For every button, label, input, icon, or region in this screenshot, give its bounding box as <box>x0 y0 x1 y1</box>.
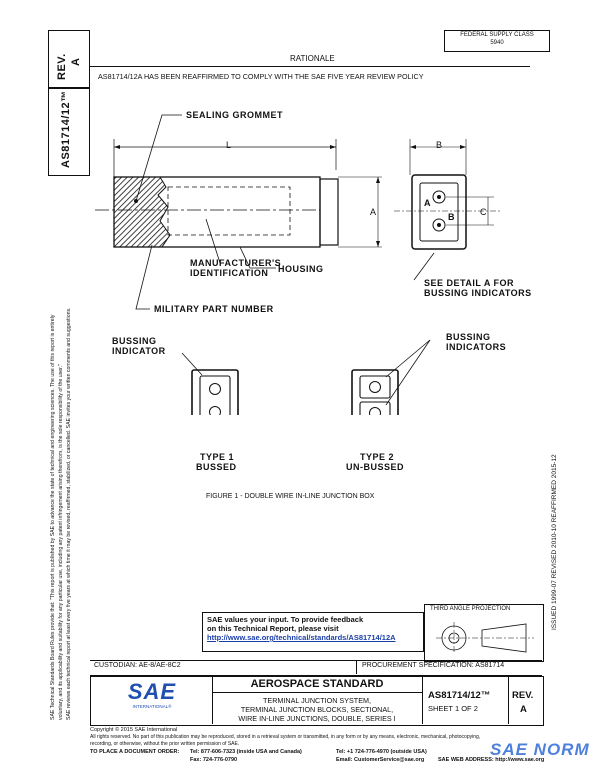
feedback-line1: SAE values your input. To provide feedba… <box>207 615 364 624</box>
label-sealing-grommet: SEALING GROMMET <box>186 110 283 120</box>
label-dim-l: L <box>226 140 232 150</box>
end-view-cavity-top <box>432 190 446 204</box>
label-see-detail-1: SEE DETAIL A FOR <box>424 278 515 288</box>
sae-logo-text: SAE <box>127 679 177 704</box>
rev-side-box <box>48 30 90 88</box>
margin-rules-line1: SAE Technical Standards Board Rules prov… <box>50 314 56 720</box>
doc-side-box <box>48 88 90 176</box>
type1-inner <box>199 375 231 415</box>
footer-tel2: Tel: +1 724-776-4970 (outside USA) <box>336 749 427 755</box>
federal-supply-class-box: FEDERAL SUPPLY CLASS 5940 <box>444 30 550 52</box>
sealing-grommet-leader <box>135 114 182 202</box>
label-see-detail-2: BUSSING INDICATORS <box>424 288 532 298</box>
label-bussing-indicators-1: BUSSING <box>446 332 491 342</box>
projection-box <box>424 604 544 662</box>
feedback-box: SAE values your input. To provide feedba… <box>202 612 424 652</box>
mfr-leader <box>205 218 221 264</box>
title-block <box>90 676 544 726</box>
custodian: CUSTODIAN: AE-8/AE-8C2 <box>94 662 181 669</box>
label-mil-part: MILITARY PART NUMBER <box>154 304 274 314</box>
margin-rules-line3: SAE reviews each technical report at lea… <box>66 307 72 721</box>
footer-web[interactable]: SAE WEB ADDRESS: http://www.sae.org <box>438 757 545 763</box>
label-bussing-indicators-2: INDICATORS <box>446 342 507 352</box>
footer-copyright: Copyright © 2015 SAE International <box>90 727 178 733</box>
see-detail-leader <box>413 252 435 281</box>
label-bussing-indicator-1: BUSSING <box>112 336 157 346</box>
end-view-cavity-bottom <box>432 218 446 232</box>
title-rev-value: A <box>520 704 527 715</box>
issued-revised-reaffirmed: ISSUED 1999-07 REVISED 2010-10 REAFFIRME… <box>551 454 558 630</box>
feedback-link[interactable]: http://www.sae.org/technical/standards/A… <box>207 633 396 642</box>
end-view-outer <box>411 174 467 250</box>
rationale-text: AS81714/12A HAS BEEN REAFFIRMED TO COMPL… <box>98 72 424 81</box>
projection-label: THIRD ANGLE PROJECTION <box>430 606 511 612</box>
rev-side-label: REV. <box>56 53 68 80</box>
footer-rights1: All rights reserved. No part of this pub… <box>90 734 481 740</box>
title-line2: TERMINAL JUNCTION BLOCKS, SECTIONAL, <box>240 705 394 714</box>
footer-fax: Fax: 724-776-0790 <box>190 757 238 763</box>
label-detail-a: A <box>424 198 431 208</box>
label-mfr-id-1: MANUFACTURER'S <box>190 258 282 268</box>
label-dim-a: A <box>370 207 377 217</box>
sae-norm-watermark: SAE NORM <box>490 740 590 759</box>
marking-area <box>167 186 291 236</box>
label-dim-b: B <box>436 140 443 150</box>
sae-logo: SAE INTERNATIONAL® <box>122 680 182 720</box>
title-line3: WIRE IN-LINE JUNCTIONS, DOUBLE, SERIES I <box>238 714 396 723</box>
procurement-spec: PROCUREMENT SPECIFICATION: AS81714 <box>362 662 505 669</box>
type2-top-cell <box>359 375 391 399</box>
label-type2-2: UN-BUSSED <box>346 462 405 472</box>
custodian-row <box>90 660 542 676</box>
type2-bottom-cell <box>359 401 391 415</box>
feedback-line2: on this Technical Report, please visit <box>207 624 339 633</box>
figure-caption: FIGURE 1 - DOUBLE WIRE IN-LINE JUNCTION … <box>206 493 375 500</box>
label-housing: HOUSING <box>278 264 324 274</box>
label-detail-b: B <box>448 212 455 222</box>
title-line1: TERMINAL JUNCTION SYSTEM, <box>263 696 371 705</box>
type1-outer <box>191 369 239 415</box>
label-mfr-id-2: IDENTIFICATION <box>190 268 269 278</box>
title-rev-label: REV. <box>512 690 534 701</box>
footer-rights2: recording, or otherwise, without the pri… <box>90 741 240 747</box>
label-bussing-indicator-2: INDICATOR <box>112 346 166 356</box>
footer-order-label: TO PLACE A DOCUMENT ORDER: <box>90 749 180 755</box>
fsc-line1: FEDERAL SUPPLY CLASS <box>460 32 534 38</box>
end-view-inner <box>419 182 459 242</box>
rationale-title: RATIONALE <box>290 54 335 63</box>
type2-outer <box>351 369 399 415</box>
label-type1-1: TYPE 1 <box>200 452 235 462</box>
title-sheet: SHEET 1 OF 2 <box>428 704 478 713</box>
doc-side-number: AS81714/12™ <box>60 90 72 168</box>
sae-logo-sub: INTERNATIONAL® <box>132 704 172 709</box>
junction-box-drawing <box>95 114 500 415</box>
fsc-line2: 5940 <box>490 40 504 46</box>
rev-side-value: A <box>70 57 82 66</box>
label-dim-c: C <box>480 207 487 217</box>
mil-part-leader <box>135 244 153 310</box>
frame-top-line <box>90 66 530 67</box>
title-doc-number: AS81714/12™ <box>428 690 491 701</box>
housing-leader <box>239 246 276 269</box>
housing-end-cap <box>319 178 339 246</box>
margin-rules-line2: voluntary, and its applicability and sui… <box>58 364 64 720</box>
footer-email: Email: CustomerService@sae.org <box>336 757 425 763</box>
projection-symbol <box>436 622 534 654</box>
title-heading: AEROSPACE STANDARD <box>250 678 384 690</box>
footer-tel1: Tel: 877-606-7323 (inside USA and Canada… <box>190 749 302 755</box>
label-type1-2: BUSSED <box>196 462 237 472</box>
sealing-grommet-section <box>113 176 171 248</box>
label-type2-1: TYPE 2 <box>360 452 395 462</box>
